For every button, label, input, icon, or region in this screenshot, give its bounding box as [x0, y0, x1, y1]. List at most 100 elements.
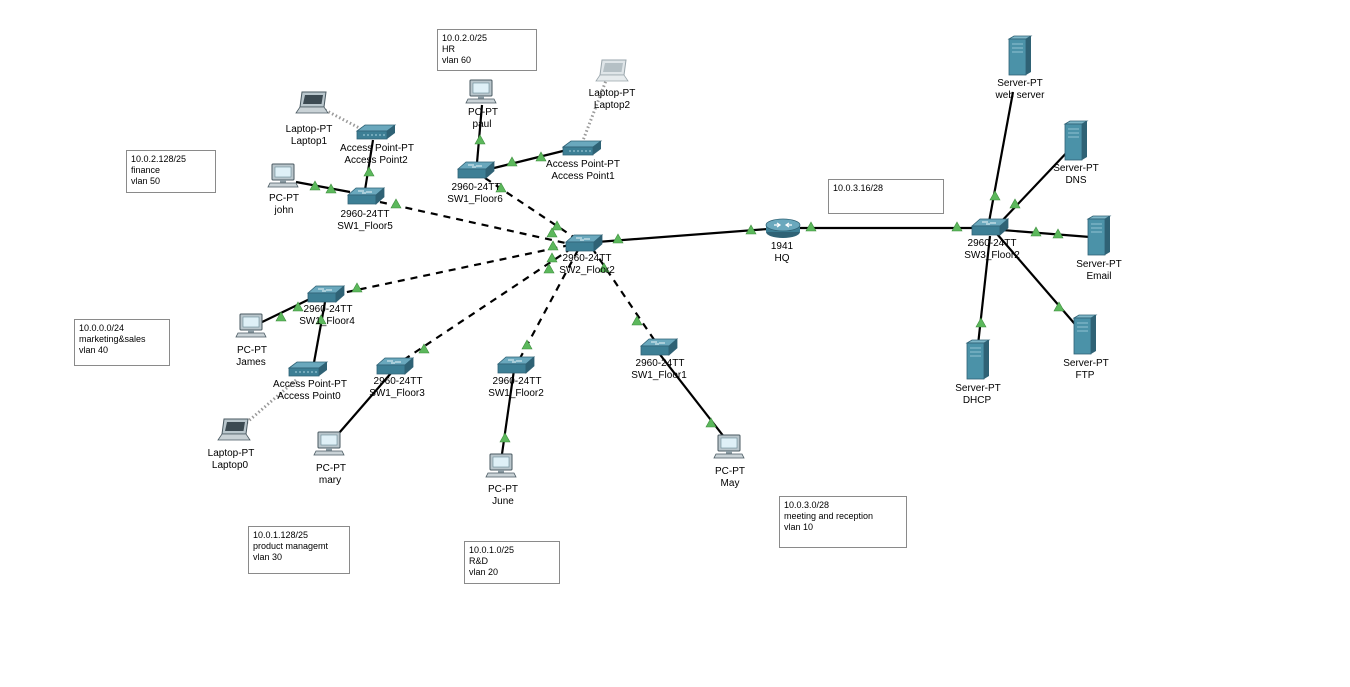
device-type-label: Server-PT: [1076, 259, 1122, 270]
device-sw1-floor1[interactable]: 2960-24TT SW1_Floor1: [631, 338, 687, 381]
link-sw1f2-june: [499, 369, 516, 462]
device-type-label: Server-PT: [1063, 358, 1109, 369]
link-light: [631, 315, 643, 326]
link-sw1f5-sw2f2: [379, 200, 571, 246]
device-sw1-floor4[interactable]: 2960-24TT SW1_Floor4: [299, 285, 355, 327]
device-type-label: 1941: [771, 241, 794, 252]
device-type-label: PC-PT: [468, 107, 498, 118]
device-laptop2[interactable]: Laptop-PT Laptop2: [589, 59, 636, 111]
access-point-icon: [562, 140, 602, 156]
server-icon: [1087, 215, 1111, 256]
device-sw2-floor2[interactable]: 2960-24TT SW2_Floor2: [559, 234, 615, 276]
device-sw1-floor5[interactable]: 2960-24TT SW1_Floor5: [337, 187, 393, 232]
device-access-point1[interactable]: Access Point-PT Access Point1: [546, 140, 620, 182]
device-name-label: DNS: [1065, 175, 1086, 186]
device-paul[interactable]: PC-PT paul: [465, 79, 498, 130]
device-access-point2[interactable]: Access Point-PT Access Point2: [340, 124, 414, 166]
note-vlan: vlan 30: [253, 552, 283, 562]
link-light: [275, 311, 287, 322]
server-icon: [966, 339, 990, 380]
note-subnet: 10.0.3.16/28: [833, 183, 884, 193]
note-hr[interactable]: 10.0.2.0/25 HR vlan 60: [437, 29, 537, 71]
switch-icon: [565, 234, 603, 252]
device-type-label: PC-PT: [316, 463, 346, 474]
link-sw1f4-james: [257, 295, 317, 325]
link-light: [351, 282, 363, 293]
device-james[interactable]: PC-PT James: [235, 313, 267, 368]
access-point-icon: [288, 361, 328, 377]
pc-icon: [485, 453, 517, 478]
note-finance[interactable]: 10.0.2.128/25 finance vlan 50: [126, 150, 216, 193]
device-sw1-floor3[interactable]: 2960-24TT SW1_Floor3: [369, 357, 425, 399]
access-point-icon: [356, 124, 396, 140]
link-light: [506, 156, 518, 167]
note-vlan: vlan 10: [784, 522, 814, 532]
note-vlan: vlan 40: [79, 345, 109, 355]
device-ftp[interactable]: Server-PT FTP: [1063, 314, 1109, 381]
device-john[interactable]: PC-PT john: [267, 163, 299, 216]
device-type-label: Access Point-PT: [273, 379, 347, 390]
device-name-label: DHCP: [963, 395, 992, 406]
device-type-label: 2960-24TT: [563, 253, 612, 264]
device-web-server[interactable]: Server-PT web server: [995, 35, 1046, 101]
device-type-label: 2960-24TT: [304, 304, 353, 315]
device-mary[interactable]: PC-PT mary: [313, 431, 346, 486]
device-type-label: PC-PT: [237, 345, 267, 356]
link-sw1f3-mary: [332, 371, 393, 441]
note-subnet: 10.0.3.0/28: [784, 500, 830, 510]
laptop-icon: [295, 91, 329, 114]
device-sw1-floor6[interactable]: 2960-24TT SW1_Floor6: [447, 161, 503, 205]
device-name-label: SW1_Floor6: [447, 194, 503, 205]
device-hq-router[interactable]: 1941 HQ: [765, 218, 801, 264]
device-type-label: 2960-24TT: [968, 238, 1017, 249]
device-sw3-floor2[interactable]: 2960-24TT SW3_Floor2: [964, 218, 1020, 261]
link-light: [499, 432, 511, 443]
device-laptop0[interactable]: Laptop-PT Laptop0: [208, 418, 255, 471]
device-may[interactable]: PC-PT May: [713, 434, 745, 489]
switch-icon: [307, 285, 345, 303]
switch-icon: [347, 187, 385, 205]
device-name-label: web server: [995, 90, 1046, 101]
note-subnet: 10.0.1.0/25: [469, 545, 515, 555]
link-light: [705, 417, 717, 428]
note-subnet: 10.0.1.128/25: [253, 530, 309, 540]
link-light: [363, 166, 375, 177]
device-laptop1[interactable]: Laptop-PT Laptop1: [286, 91, 333, 147]
note-subnet: 10.0.2.0/25: [442, 33, 488, 43]
device-name-label: James: [236, 357, 265, 368]
link-light: [390, 198, 402, 209]
note-subnet: 10.0.2.128/25: [131, 154, 187, 164]
device-name-label: HQ: [775, 253, 790, 264]
device-june[interactable]: PC-PT June: [485, 453, 518, 507]
pc-icon: [267, 163, 299, 188]
note-meeting[interactable]: 10.0.3.0/28 meeting and reception vlan 1…: [779, 496, 907, 548]
server-icon: [1008, 35, 1032, 76]
link-ap2-sw1f5: [363, 139, 375, 191]
device-sw1-floor2[interactable]: 2960-24TT SW1_Floor2: [488, 356, 544, 399]
switch-icon: [640, 338, 678, 356]
note-rd[interactable]: 10.0.1.0/25 R&D vlan 20: [464, 541, 560, 584]
link-sw2f2-sw1f3: [395, 247, 573, 366]
device-dns[interactable]: Server-PT DNS: [1053, 120, 1099, 186]
device-name-label: SW1_Floor4: [299, 316, 355, 327]
device-email[interactable]: Server-PT Email: [1076, 215, 1122, 282]
note-wan[interactable]: 10.0.3.16/28: [828, 179, 944, 214]
link-sw1f4-ap0: [311, 301, 327, 369]
switch-icon: [497, 356, 535, 374]
device-dhcp[interactable]: Server-PT DHCP: [955, 339, 1001, 406]
device-name-label: Laptop0: [212, 460, 249, 471]
device-name-label: SW2_Floor2: [559, 265, 615, 276]
device-name-label: Access Point1: [551, 171, 615, 182]
device-access-point0[interactable]: Access Point-PT Access Point0: [273, 361, 347, 402]
note-product[interactable]: 10.0.1.128/25 product managemt vlan 30: [248, 526, 350, 574]
link-light: [975, 317, 987, 328]
device-type-label: 2960-24TT: [493, 376, 542, 387]
pc-icon: [465, 79, 497, 104]
note-marketing[interactable]: 10.0.0.0/24 marketing&sales vlan 40: [74, 319, 170, 366]
link-light: [546, 252, 558, 263]
note-department: R&D: [469, 556, 489, 566]
link-light: [951, 221, 963, 232]
note-subnet: 10.0.0.0/24: [79, 323, 125, 333]
device-type-label: Laptop-PT: [589, 88, 636, 99]
device-name-label: SW1_Floor1: [631, 370, 687, 381]
